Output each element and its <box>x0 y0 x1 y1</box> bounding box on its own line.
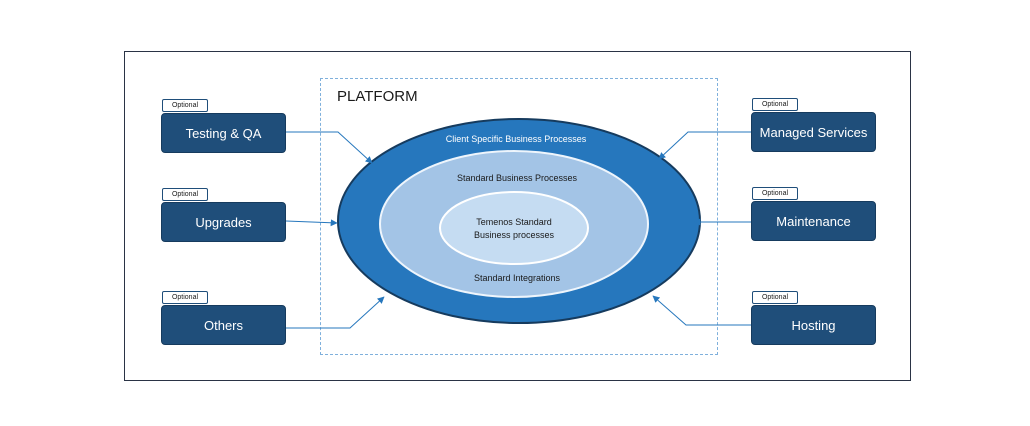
middle-ring-top-label: Standard Business Processes <box>457 173 578 183</box>
service-box-managed-services: Managed Services <box>751 112 876 152</box>
optional-tag-managed-services: Optional <box>752 98 798 111</box>
connector-others <box>286 296 385 329</box>
connector-upgrades <box>285 219 338 227</box>
connector-managed-services <box>658 131 751 160</box>
service-box-testing-qa: Testing & QA <box>161 113 286 153</box>
service-box-others: Others <box>161 305 286 345</box>
optional-tag-upgrades: Optional <box>162 188 208 201</box>
service-box-upgrades: Upgrades <box>161 202 286 242</box>
optional-tag-others: Optional <box>162 291 208 304</box>
connector-hosting <box>652 295 751 326</box>
optional-tag-hosting: Optional <box>752 291 798 304</box>
service-box-maintenance: Maintenance <box>751 201 876 241</box>
outer-ring-label: Client Specific Business Processes <box>446 134 587 144</box>
platform-title: PLATFORM <box>337 88 418 105</box>
inner-ring <box>439 191 589 265</box>
inner-ring-label-line2: Business processes <box>474 230 555 240</box>
service-box-hosting: Hosting <box>751 305 876 345</box>
diagram-frame <box>124 51 911 381</box>
platform-boundary <box>320 78 718 355</box>
inner-ring-label-line1: Temenos Standard <box>476 217 552 227</box>
optional-tag-testing-qa: Optional <box>162 99 208 112</box>
middle-ring-bottom-label: Standard Integrations <box>474 273 561 283</box>
optional-tag-maintenance: Optional <box>752 187 798 200</box>
connector-testing-qa <box>286 131 373 164</box>
